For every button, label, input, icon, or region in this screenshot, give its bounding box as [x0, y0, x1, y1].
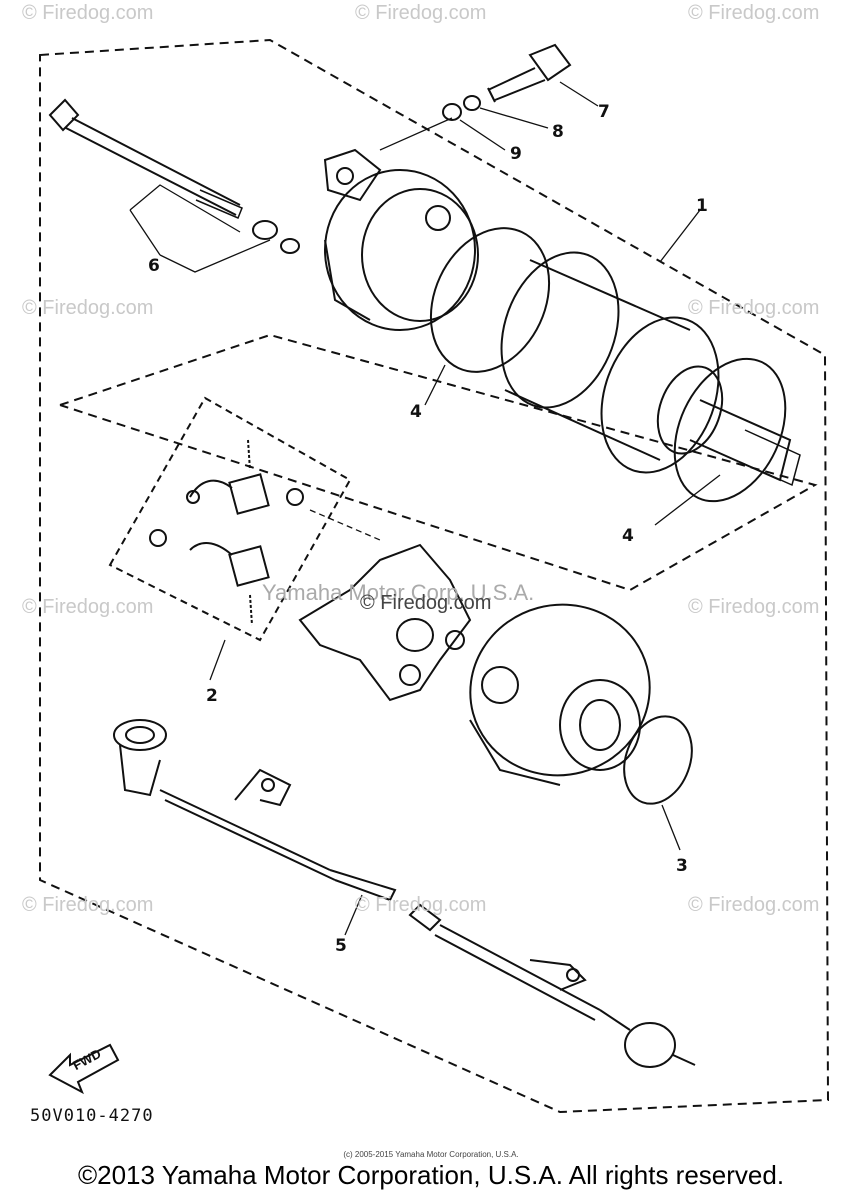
washer-9	[442, 103, 462, 121]
brush-line	[309, 509, 381, 541]
motor-subassembly-boundary	[59, 333, 818, 592]
watermark: © Firedog.com	[355, 894, 487, 916]
leader-4-upper	[424, 364, 446, 406]
front-cover	[323, 148, 479, 331]
callout-4-lower: 4	[622, 526, 634, 546]
brush-holder-plate	[298, 543, 472, 702]
leader-9-line	[379, 117, 453, 151]
callout-2: 2	[206, 686, 218, 706]
leader-2	[209, 639, 226, 681]
callout-8: 8	[552, 122, 564, 142]
through-bolt	[48, 98, 243, 219]
watermark: © Firedog.com	[355, 2, 487, 24]
callout-1: 1	[696, 196, 708, 216]
watermark: © Firedog.com	[688, 596, 820, 618]
watermark: © Firedog.com	[688, 2, 820, 24]
leader-5	[344, 894, 363, 936]
leader-8	[479, 107, 549, 129]
assembly-boundary	[39, 38, 830, 1114]
washer-6b	[280, 238, 300, 254]
o-ring-4-lower	[673, 357, 787, 503]
motor-yoke	[500, 251, 724, 474]
leader-7	[559, 81, 599, 107]
callout-6: 6	[148, 256, 160, 276]
center-watermark: © Firedog.com	[360, 592, 492, 614]
watermark: © Firedog.com	[688, 297, 820, 319]
footer-copyright: ©2013 Yamaha Motor Corporation, U.S.A. A…	[77, 1160, 785, 1190]
watermark: © Firedog.com	[22, 596, 154, 618]
callout-7: 7	[598, 102, 610, 122]
callout-4-upper: 4	[410, 402, 422, 422]
diagram-part-code: 50V010-4270	[30, 1106, 154, 1126]
leader-1	[659, 209, 701, 263]
armature-shaft	[689, 399, 801, 487]
watermark: © Firedog.com	[22, 2, 154, 24]
lead-wire	[113, 719, 696, 1068]
mounting-bolt	[487, 43, 572, 103]
lock-washer-8	[463, 95, 481, 111]
callout-3: 3	[676, 856, 688, 876]
leader-6	[129, 184, 271, 273]
leader-9	[459, 119, 506, 151]
watermark: © Firedog.com	[22, 297, 154, 319]
leader-4-lower	[654, 474, 721, 526]
washer-6a	[252, 220, 278, 240]
watermark: © Firedog.com	[688, 894, 820, 916]
callout-5: 5	[335, 936, 347, 956]
fwd-arrow	[48, 1043, 120, 1095]
brush-assembly-upper	[186, 439, 304, 515]
watermark: © Firedog.com	[22, 894, 154, 916]
brush-assembly-lower	[149, 529, 270, 626]
callout-9: 9	[510, 144, 522, 164]
small-copyright: (c) 2005-2015 Yamaha Motor Corporation, …	[343, 1150, 519, 1159]
o-ring-3	[623, 715, 693, 805]
o-ring-4-upper	[429, 227, 551, 373]
rear-cover	[469, 603, 651, 786]
center-brand-watermark: Yamaha Motor Corp. U.S.A.	[262, 580, 535, 605]
leader-3	[661, 804, 681, 851]
